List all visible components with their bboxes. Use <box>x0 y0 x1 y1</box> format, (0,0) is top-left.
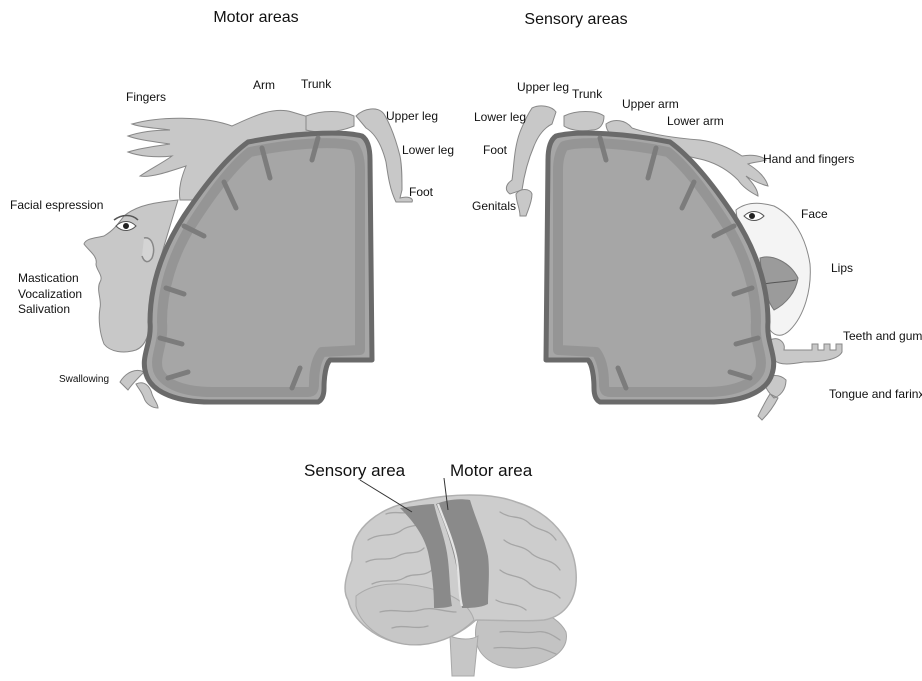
sensory-title: Sensory areas <box>524 11 627 28</box>
sensory-label-foot: Foot <box>483 143 508 157</box>
motor-label-lower-leg: Lower leg <box>402 143 454 157</box>
motor-label-upper-leg: Upper leg <box>386 109 438 123</box>
motor-label-swallowing: Swallowing <box>59 374 109 385</box>
brain-stem <box>450 636 478 676</box>
sensory-jaw-shape <box>769 339 842 364</box>
motor-panel: Motor areas <box>10 9 454 408</box>
sensory-label-hand-fingers: Hand and fingers <box>763 152 854 166</box>
motor-ear <box>142 238 154 262</box>
sensory-label-face: Face <box>801 207 828 221</box>
sensory-label-teeth-gums: Teeth and gums <box>843 329 922 343</box>
motor-label-foot: Foot <box>409 185 434 199</box>
motor-cortex-section <box>144 133 372 402</box>
sensory-genitals-shape <box>516 190 532 217</box>
motor-label-salivation: Salivation <box>18 302 70 316</box>
sensory-label-upper-leg: Upper leg <box>517 80 569 94</box>
motor-label-mastication: Mastication <box>18 271 79 285</box>
sensory-panel: Sensory areas <box>472 11 922 420</box>
brain-motor-area-label: Motor area <box>450 461 533 480</box>
sensory-label-upper-arm: Upper arm <box>622 97 679 111</box>
sensory-label-genitals: Genitals <box>472 199 516 213</box>
brain-illustration: Sensory area Motor area <box>304 461 576 676</box>
sensory-trunk-shape <box>564 112 604 131</box>
sensory-label-tongue: Tongue and farinx <box>829 387 922 401</box>
sensory-label-lower-arm: Lower arm <box>667 114 724 128</box>
motor-label-facial: Facial espression <box>10 198 103 212</box>
motor-trunk-shape <box>306 112 354 133</box>
brain-sensory-area-label: Sensory area <box>304 461 406 480</box>
sensory-label-lips: Lips <box>831 261 853 275</box>
sensory-label-trunk: Trunk <box>572 87 603 101</box>
motor-label-vocalization: Vocalization <box>18 287 82 301</box>
sensory-area-leader <box>360 480 412 512</box>
sensory-label-lower-leg: Lower leg <box>474 110 526 124</box>
motor-label-fingers: Fingers <box>126 90 166 104</box>
motor-cortex <box>144 133 372 402</box>
motor-label-trunk: Trunk <box>301 77 332 91</box>
motor-label-arm: Arm <box>253 78 275 92</box>
motor-title: Motor areas <box>213 9 298 26</box>
